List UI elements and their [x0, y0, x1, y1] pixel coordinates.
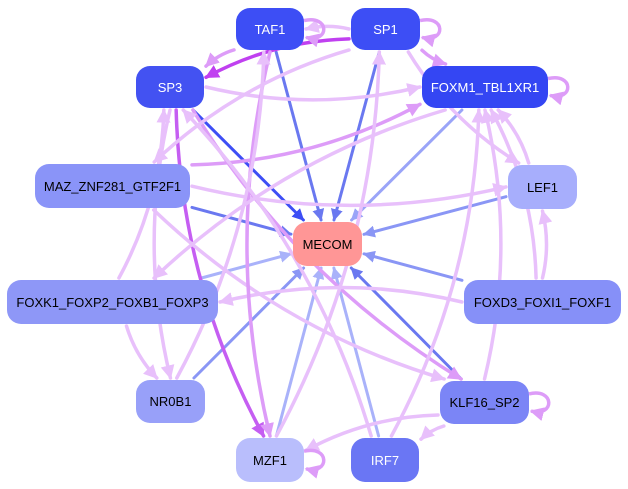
edge-lef1-to-foxm1 [496, 108, 531, 165]
node-label: LEF1 [526, 179, 559, 195]
self-loop-mzf1 [303, 448, 326, 479]
node-label: FOXK1_FOXP2_FOXB1_FOXP3 [16, 294, 209, 310]
edge-foxm1-to-mecom [350, 108, 464, 222]
edge-sp3-to-foxm1 [204, 83, 422, 102]
node-mecom[interactable]: MECOM [293, 222, 362, 266]
edge-klf16-to-mecom [349, 266, 463, 381]
edge-foxk1-to-nr0b1 [124, 324, 159, 380]
node-foxd3[interactable]: FOXD3_FOXI1_FOXF1 [464, 280, 621, 324]
node-klf16[interactable]: KLF16_SP2 [440, 381, 529, 424]
self-loop-taf1 [303, 18, 326, 48]
edge-sp1-to-maz [152, 48, 351, 164]
edge-foxm1-to-foxk1 [152, 108, 447, 280]
node-label: FOXD3_FOXI1_FOXF1 [473, 294, 612, 310]
edge-lef1-to-mecom [362, 195, 508, 238]
edge-maz-to-foxm1 [190, 102, 422, 167]
node-irf7[interactable]: IRF7 [351, 438, 419, 482]
node-label: IRF7 [370, 452, 400, 468]
node-foxk1[interactable]: FOXK1_FOXP2_FOXB1_FOXP3 [7, 280, 218, 324]
edge-sp1-to-foxm1 [420, 48, 448, 68]
node-label: TAF1 [254, 21, 286, 37]
edge-irf7-to-foxm1 [389, 108, 486, 438]
edge-taf1-to-mecom [274, 50, 325, 222]
node-label: MZF1 [253, 452, 287, 468]
node-mzf1[interactable]: MZF1 [236, 438, 304, 482]
edge-klf16-to-irf7 [419, 424, 446, 441]
node-sp1[interactable]: SP1 [351, 8, 420, 50]
edge-sp3-to-mecom [191, 108, 305, 222]
edge-sp1-to-taf1 [304, 19, 351, 33]
edge-foxd3-to-mecom [362, 250, 464, 282]
edge-sp1-to-lef1 [406, 50, 521, 165]
node-label: MECOM [302, 236, 353, 252]
node-maz[interactable]: MAZ_ZNF281_GTF2F1 [35, 164, 190, 208]
node-sp3[interactable]: SP3 [136, 66, 204, 108]
edge-nr0b1-to-mecom [192, 266, 306, 380]
node-lef1[interactable]: LEF1 [508, 165, 577, 209]
node-taf1[interactable]: TAF1 [236, 8, 304, 50]
edge-sp1-to-mecom [330, 50, 381, 222]
edge-klf16-to-mzf1 [304, 413, 440, 453]
edge-sp3-to-mzf1 [174, 108, 266, 438]
edge-sp3-to-nr0b1 [152, 108, 175, 380]
node-label: SP3 [157, 79, 183, 95]
self-loop-klf16 [528, 391, 551, 421]
node-label: SP1 [373, 21, 398, 37]
node-label: NR0B1 [149, 394, 192, 409]
node-label: MAZ_ZNF281_GTF2F1 [43, 178, 182, 194]
edge-foxd3-to-lef1 [538, 209, 553, 280]
edge-maz-to-lef1 [190, 183, 508, 208]
self-loop-sp1 [419, 18, 442, 48]
edge-nr0b1-to-taf1 [175, 50, 271, 380]
edge-maz-to-klf16 [151, 208, 446, 383]
self-loop-foxm1 [547, 76, 570, 106]
node-label: FOXM1_TBL1XR1 [430, 79, 540, 95]
node-nr0b1[interactable]: NR0B1 [136, 380, 205, 423]
edge-taf1-to-sp3 [204, 48, 236, 68]
node-label: KLF16_SP2 [449, 395, 520, 410]
node-foxm1[interactable]: FOXM1_TBL1XR1 [422, 66, 548, 108]
